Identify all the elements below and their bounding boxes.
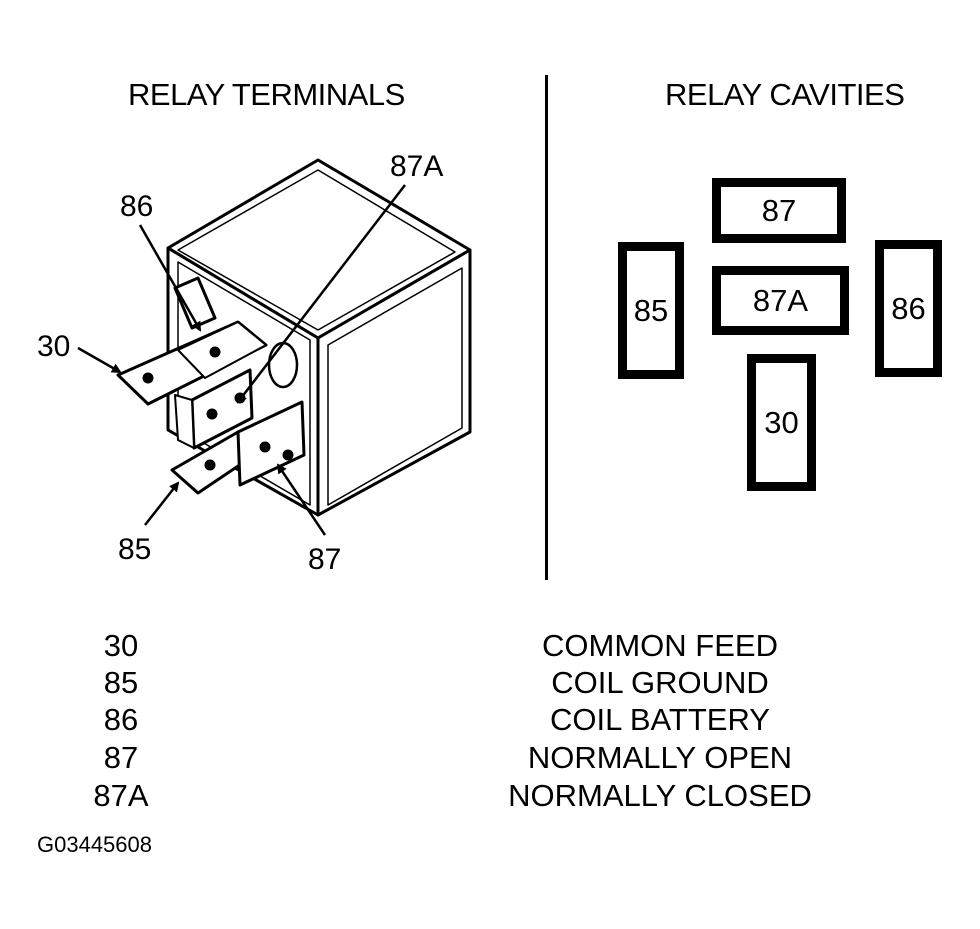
- cavity-86: 86: [875, 240, 942, 377]
- label-terminal-87: 87: [308, 543, 342, 576]
- legend-description: NORMALLY OPEN: [527, 740, 793, 775]
- legend-description: COIL BATTERY: [550, 702, 770, 737]
- cavity-85: 85: [618, 242, 684, 379]
- leader-87a: [236, 184, 406, 404]
- leader-86: [138, 224, 202, 332]
- cavity-87: 87: [712, 178, 846, 243]
- leader-87: [276, 463, 327, 536]
- label-terminal-87a: 87A: [390, 150, 444, 183]
- leader-85: [144, 481, 180, 526]
- panel-divider: [545, 75, 548, 580]
- relay-terminals-title: RELAY TERMINALS: [128, 77, 405, 112]
- legend-description: COIL GROUND: [551, 665, 769, 700]
- legend-terminal: 86: [103, 702, 139, 737]
- cavity-30: 30: [747, 354, 816, 491]
- terminal-87-blade: [236, 400, 306, 487]
- legend-terminal: 87: [103, 740, 139, 775]
- label-terminal-30: 30: [37, 330, 71, 363]
- terminal-86-blade: [173, 276, 217, 330]
- legend-description: NORMALLY CLOSED: [508, 778, 812, 813]
- legend-description: COMMON FEED: [542, 628, 778, 663]
- legend-terminal: 30: [103, 628, 139, 663]
- leader-30: [77, 346, 122, 374]
- figure-reference: G03445608: [37, 832, 152, 857]
- label-terminal-85: 85: [118, 533, 152, 566]
- legend-terminal: 87A: [93, 778, 149, 813]
- cavity-87a: 87A: [712, 266, 849, 335]
- label-terminal-86: 86: [120, 190, 154, 223]
- legend-terminal: 85: [103, 665, 139, 700]
- relay-cavities-title: RELAY CAVITIES: [665, 77, 905, 112]
